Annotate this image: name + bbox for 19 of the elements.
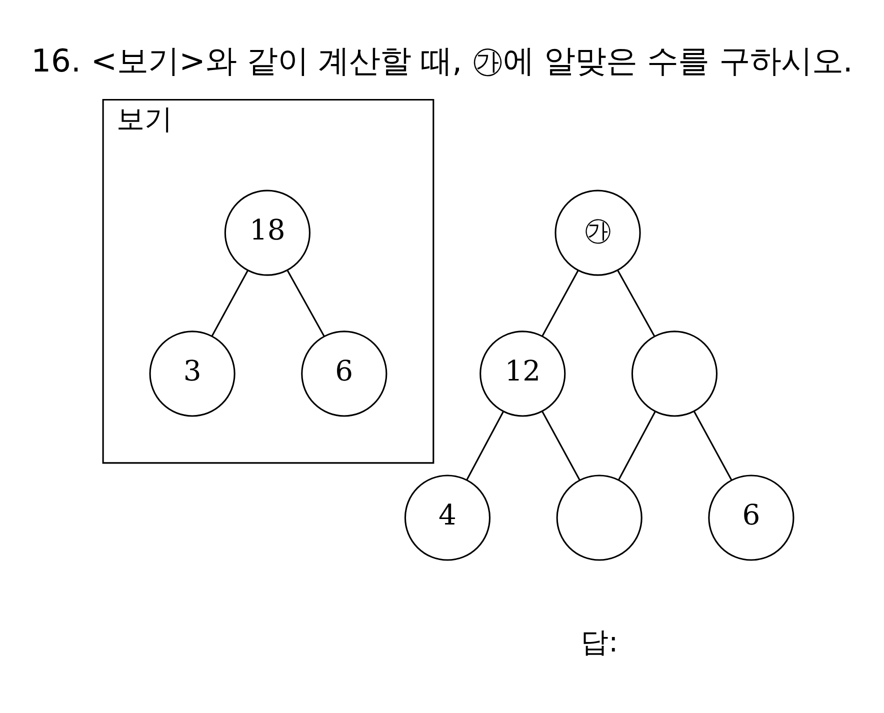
node-circle: 4 [404,474,491,561]
diagram-title: 16. <보기>와 같이 계산할 때, ㉮에 알맞은 수를 구하시오. [31,44,853,80]
node-circle [556,474,642,561]
connector [466,411,504,480]
node-circle [631,330,718,417]
node-circle: 3 [149,330,236,417]
node-circle: ㉮ [554,190,641,276]
connector [542,270,579,337]
connector [286,270,325,337]
connector [211,270,248,337]
label: 답: [580,625,618,658]
node-circle: 18 [224,190,310,276]
node-circle: 6 [301,330,388,417]
node-circle: 6 [708,474,794,561]
connector [618,411,656,480]
connector [617,270,656,337]
connector [694,411,732,480]
node-circle: 12 [480,330,566,417]
connector [542,411,580,480]
